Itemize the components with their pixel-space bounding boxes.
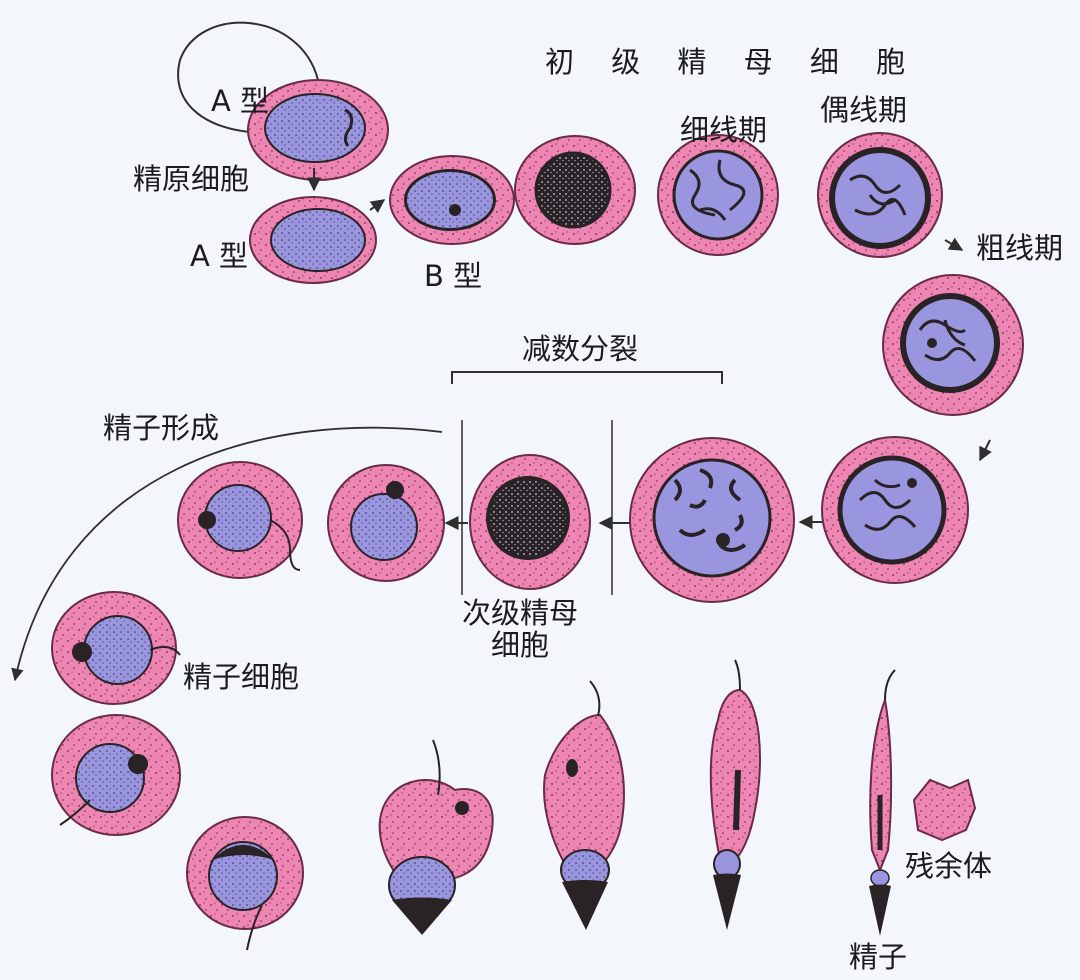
spermatid-8 [709, 659, 761, 930]
label-type-a-top: A 型 [211, 84, 270, 118]
arrow-a-to-b [369, 199, 386, 214]
diakinesis-cell [629, 437, 795, 603]
type-a-loop-arrow [177, 21, 319, 140]
spermatogonium-type-a-top [247, 79, 389, 181]
label-type-a-bottom: A 型 [190, 239, 249, 273]
spermatid-7 [543, 680, 625, 930]
spermatid-1 [327, 464, 445, 582]
label-spermatid: 精子细胞 [183, 660, 300, 694]
label-residual-body: 残余体 [905, 849, 993, 883]
primary-spermatocyte-1 [514, 135, 636, 245]
label-meiosis: 减数分裂 [522, 332, 639, 366]
spermatogonium-type-a-bottom [249, 196, 377, 284]
leptotene-cell [657, 134, 779, 256]
pachytene-cell [882, 274, 1024, 416]
spermatogonium-type-b [389, 155, 515, 245]
label-primary-spermatocyte: 初 级 精 母 细 胞 [545, 45, 920, 79]
label-secondary-spermatocyte-line1: 次级精母 [462, 596, 579, 630]
label-zygotene: 偶线期 [820, 93, 908, 127]
label-pachytene: 粗线期 [976, 231, 1064, 265]
secondary-spermatocyte-cell [469, 454, 591, 590]
spermatid-2 [177, 461, 303, 579]
spermatozoon [869, 669, 896, 936]
spermatid-4 [51, 714, 181, 836]
residual-body [912, 778, 977, 842]
label-type-b: B 型 [424, 259, 483, 293]
spermatid-3 [51, 591, 181, 705]
diplotene-cell [821, 436, 969, 584]
meiosis-bracket [451, 371, 723, 384]
spermatid-6 [378, 739, 494, 935]
label-secondary-spermatocyte-line2: 细胞 [491, 628, 550, 663]
label-spermiogenesis: 精子形成 [103, 411, 220, 445]
label-spermatozoon: 精子 [849, 940, 908, 974]
zygotene-cell [817, 132, 943, 258]
label-spermatogonium: 精原细胞 [133, 162, 250, 196]
label-leptotene: 细线期 [680, 113, 768, 147]
label-secondary-spermatocyte: 次级精母 细胞 [462, 597, 578, 662]
arrow-to-diplotene [979, 439, 992, 462]
arrow-to-pachytene [944, 237, 964, 251]
spermatid-5 [186, 816, 304, 951]
spermiogenesis-arrow [11, 426, 443, 682]
